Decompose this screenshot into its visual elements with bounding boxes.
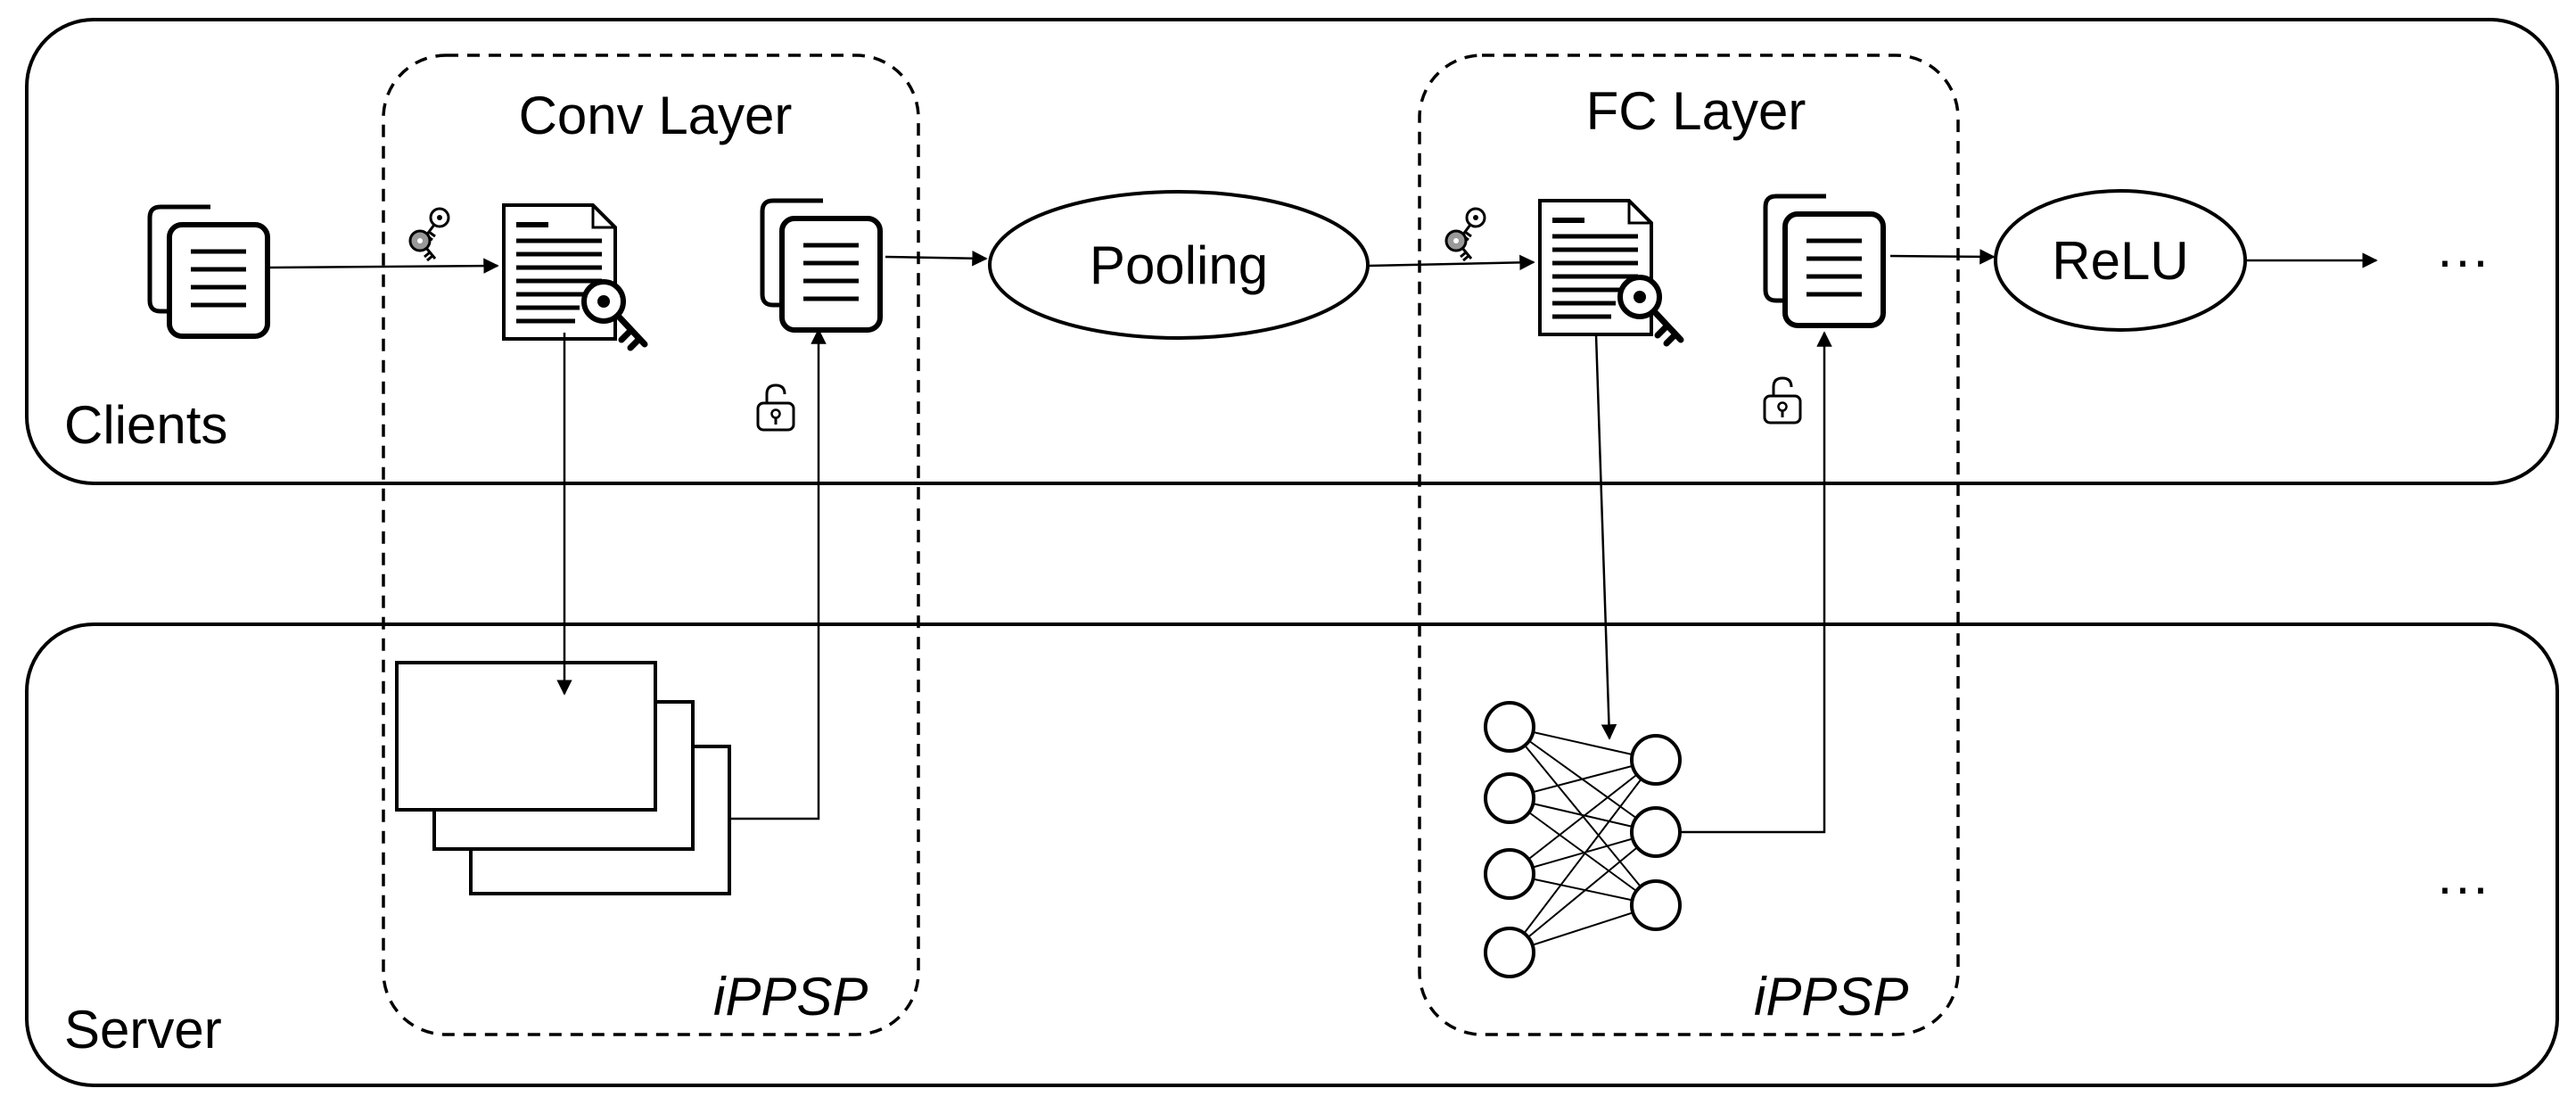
nn-edge: [1509, 831, 1657, 953]
connectors: [268, 249, 2378, 834]
conv-layer-title: Conv Layer: [519, 86, 793, 145]
nn-input-node: [1484, 772, 1535, 824]
conv-encrypted-document-icon: [504, 205, 645, 348]
client-data-icon: [150, 207, 267, 336]
nn-edge: [1509, 759, 1657, 953]
feature-maps-icon: [395, 661, 731, 895]
fc-protocol-label: iPPSP: [1754, 967, 1908, 1026]
nn-output-node: [1630, 734, 1682, 786]
fc-encrypted-document-icon: [1540, 201, 1681, 343]
fc-layer-title: FC Layer: [1586, 81, 1806, 141]
conv-unlock-icon: [756, 383, 795, 432]
server-continuation: ···: [2436, 857, 2490, 917]
server-panel: [25, 622, 2559, 1087]
conv-result-document-icon: [762, 201, 880, 330]
nn-edge: [1509, 759, 1657, 875]
nn-input-node: [1484, 927, 1535, 978]
conv-protocol-label: iPPSP: [713, 967, 868, 1026]
clients-panel: [25, 18, 2559, 485]
clients-continuation: ···: [2436, 230, 2490, 290]
fc-layer-group: [1418, 54, 1960, 1036]
conv-keys-icon: [408, 207, 450, 262]
conv-layer-group: [382, 54, 920, 1036]
fc-result-document-icon: [1765, 196, 1883, 326]
pooling-label: Pooling: [1090, 235, 1268, 295]
fc-keys-icon: [1444, 207, 1486, 262]
clients-label: Clients: [64, 395, 227, 455]
neural-network-icon: [1484, 701, 1682, 978]
nn-edge: [1509, 797, 1657, 906]
nn-input-node: [1484, 848, 1535, 900]
relu-label: ReLU: [2052, 231, 2188, 291]
nn-input-node: [1484, 701, 1535, 753]
server-label: Server: [64, 1000, 222, 1059]
nn-output-node: [1630, 879, 1682, 931]
fc-unlock-icon: [1763, 376, 1802, 425]
nn-output-node: [1630, 806, 1682, 858]
